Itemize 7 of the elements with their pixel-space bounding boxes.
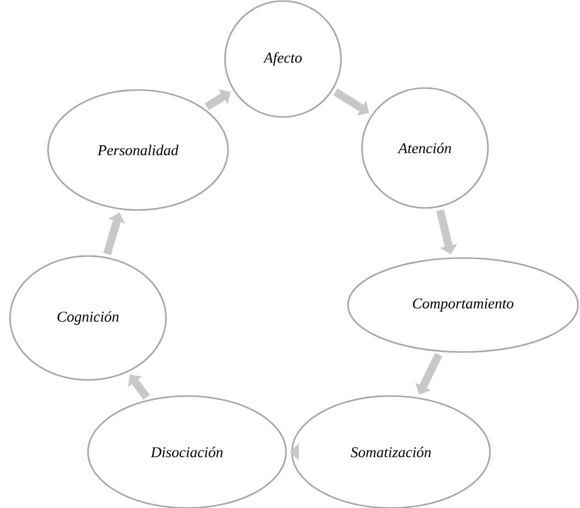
block-arrow	[436, 209, 458, 254]
ellipse-node: Atención	[361, 87, 489, 209]
block-arrow	[128, 374, 150, 400]
ellipse-node: Afecto	[224, 0, 342, 118]
ellipse-node: Personalidad	[47, 89, 229, 211]
ellipse-node: Cognición	[9, 255, 167, 381]
ellipse-node: Comportamiento	[347, 257, 579, 353]
